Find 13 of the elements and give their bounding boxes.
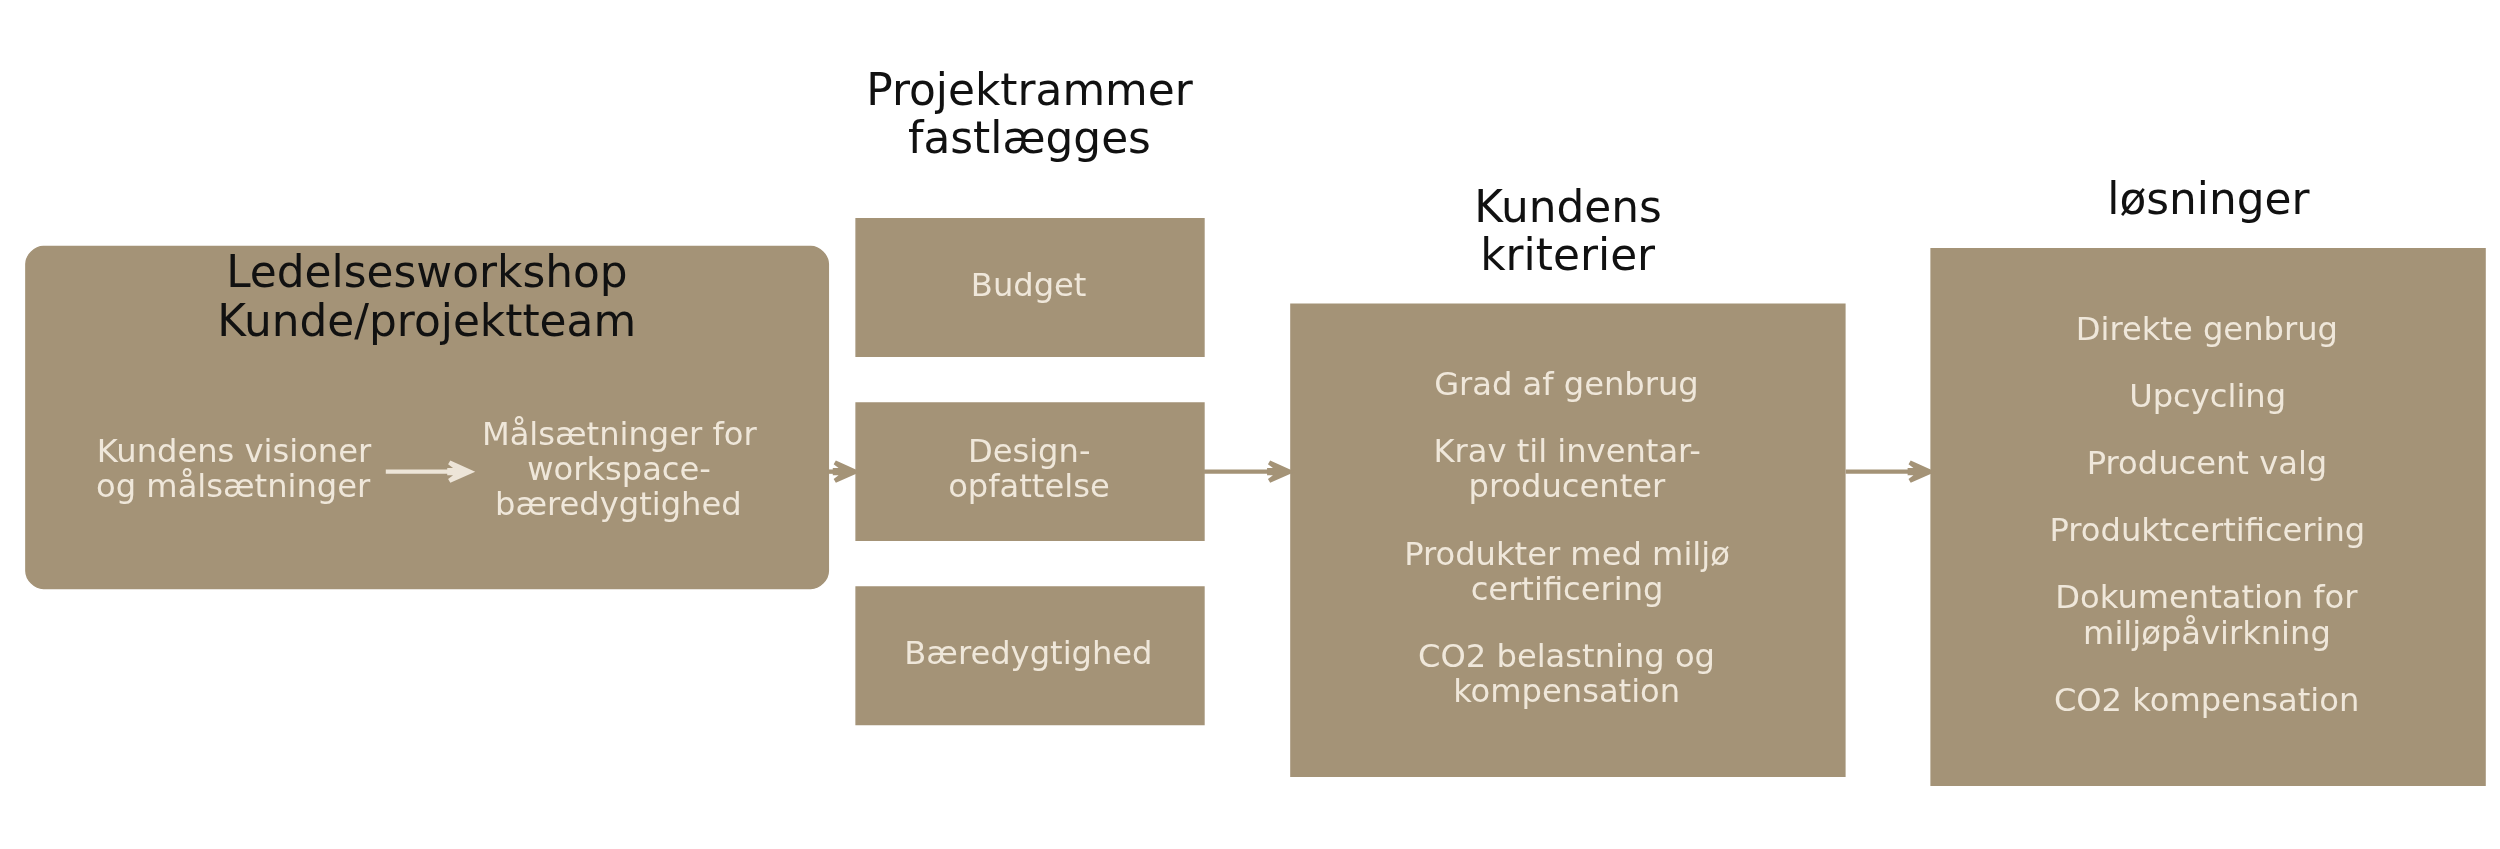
node-label: Kundens kriterier — [1474, 180, 1662, 280]
label: Projektrammer fastlægges — [866, 63, 1193, 164]
node-label: løsninger — [2107, 173, 2310, 225]
node-text: Målsætninger for workspace-bæredygtighed — [481, 414, 757, 523]
node-box: Bæredygtighed — [855, 586, 1205, 726]
arrow — [385, 460, 473, 484]
arrow — [1204, 460, 1292, 484]
node-box: Design-opfattelse — [855, 402, 1205, 542]
node-box: Budget — [855, 218, 1205, 357]
node-text: Kundens visioner og målsætninger — [96, 432, 372, 506]
arrow — [1845, 460, 1933, 484]
node-box: Grad af genbrug Krav til inventar-producenter Produkter med miljø certificering CO2 belastning og kompensation — [1290, 303, 1846, 778]
node-box: Direkte genbrug Upcycling Producent valg Produktcertificering Dokumentation for miljøpåvirkning CO2 kompensation — [1930, 248, 2486, 786]
